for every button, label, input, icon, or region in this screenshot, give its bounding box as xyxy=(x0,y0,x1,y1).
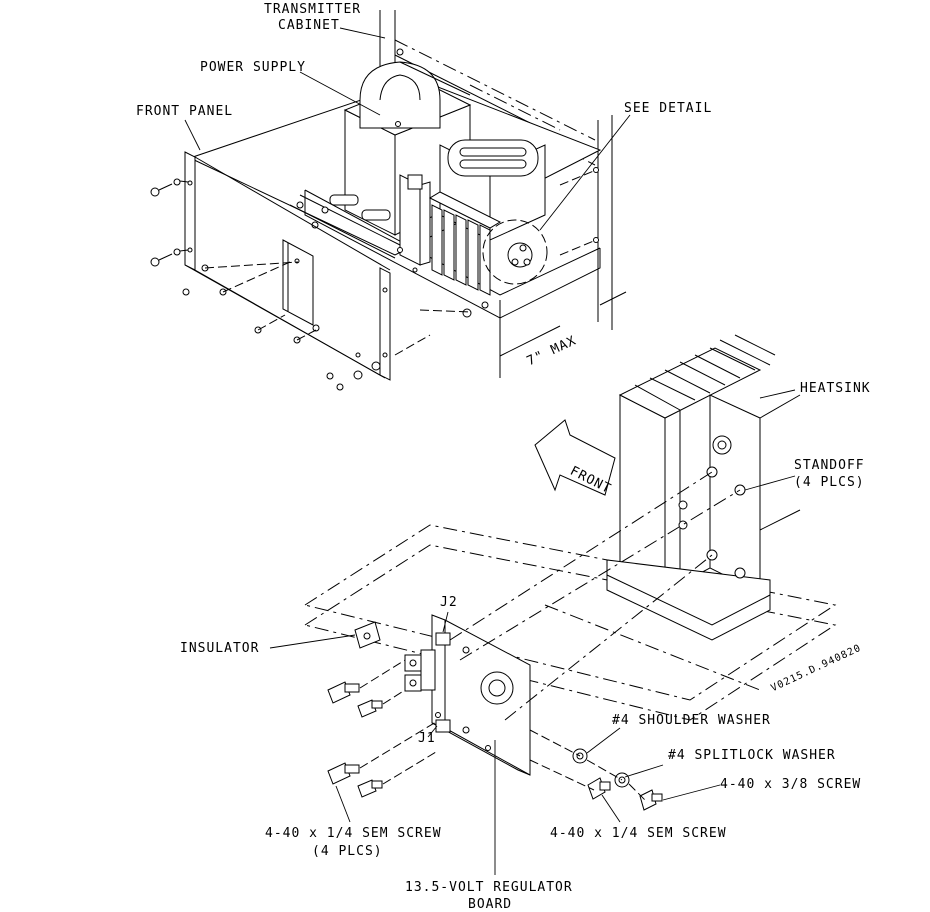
regulator-board xyxy=(405,615,530,775)
standoff-label: STANDOFF xyxy=(794,458,865,473)
standoff-count-label: (4 PLCS) xyxy=(794,475,865,490)
front-direction-arrow: FRONT xyxy=(535,420,615,497)
power-supply-label: POWER SUPPLY xyxy=(200,60,306,75)
j2-label: J2 xyxy=(440,595,458,610)
j1-label: J1 xyxy=(418,731,436,746)
seven-max-label: 7" MAX xyxy=(525,333,579,369)
regulator-board-label-2: BOARD xyxy=(468,897,512,912)
sem-screw-left-label: 4-40 x 1/4 SEM SCREW xyxy=(265,826,442,841)
screw-38-label: 4-40 x 3/8 SCREW xyxy=(720,777,861,792)
heatsink-detail xyxy=(305,335,835,720)
shoulder-washer-label: #4 SHOULDER WASHER xyxy=(612,713,771,728)
heatsink-label: HEATSINK xyxy=(800,381,871,396)
drawing-number: V0215.D.940820 xyxy=(769,643,863,695)
front-panel-label: FRONT PANEL xyxy=(136,104,233,119)
sem-screw-left-count-label: (4 PLCS) xyxy=(312,844,383,859)
insulator-label: INSULATOR xyxy=(180,641,259,656)
transmitter-cabinet-label: TRANSMITTER xyxy=(264,2,361,17)
regulator-board-label: 13.5-VOLT REGULATOR xyxy=(405,880,573,895)
insulator xyxy=(355,622,380,648)
see-detail-label: SEE DETAIL xyxy=(624,101,712,116)
splitlock-washer-label: #4 SPLITLOCK WASHER xyxy=(668,748,836,763)
sem-screw-right-label: 4-40 x 1/4 SEM SCREW xyxy=(550,826,727,841)
cabinet-label: CABINET xyxy=(278,18,340,33)
